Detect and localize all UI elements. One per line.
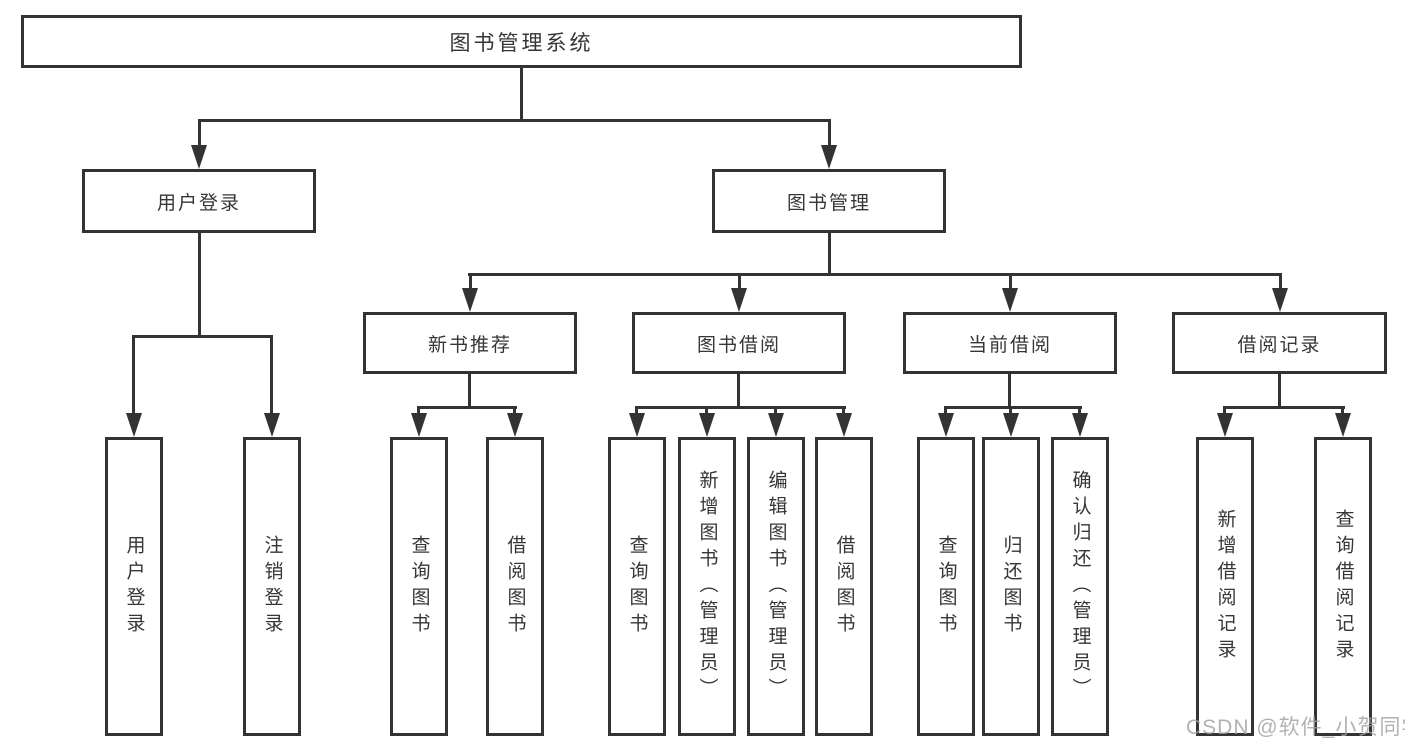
connector-stub	[774, 406, 777, 416]
connector-stub	[842, 406, 845, 416]
arrow-to-leaf	[411, 413, 427, 437]
connector-current-borrow-vline	[1008, 374, 1011, 409]
leaf-borrow-books-rec: 借阅图书	[486, 437, 544, 736]
leaf-query-books-rec: 查询图书	[390, 437, 448, 736]
arrow-to-book-borrow	[731, 288, 747, 312]
connector-stub	[1341, 406, 1344, 416]
connector-stub-book-borrow	[738, 273, 741, 291]
connector-stub	[705, 406, 708, 416]
connector-stub	[417, 406, 420, 416]
connector-stub	[513, 406, 516, 416]
connector-stub-borrow-records	[1279, 273, 1282, 291]
csdn-watermark: CSDN @软件_小贺同学	[1186, 716, 1405, 739]
arrow-to-leaf	[1072, 413, 1088, 437]
connector-stub	[635, 406, 638, 416]
arrow-to-leaf	[836, 413, 852, 437]
leaf-add-borrow-record: 新增借阅记录	[1196, 437, 1254, 736]
leaf-query-books-current: 查询图书	[917, 437, 975, 736]
arrow-to-leaf	[507, 413, 523, 437]
connector-user-login-vline	[198, 233, 201, 338]
leaf-return-books: 归还图书	[982, 437, 1040, 736]
connector-book-mgmt-vline	[828, 233, 831, 276]
leaf-add-books-admin: 新增图书（管理员）	[678, 437, 736, 736]
leaf-edit-books-admin: 编辑图书（管理员）	[747, 437, 805, 736]
connector-stub-leaf-login	[132, 335, 135, 417]
leaf-user-login: 用户登录	[105, 437, 163, 736]
leaf-query-books: 查询图书	[608, 437, 666, 736]
connector-current-borrow-hline	[944, 406, 1082, 409]
connector-book-mgmt-hline	[468, 273, 1281, 276]
connector-book-borrow-hline	[635, 406, 846, 409]
arrow-to-leaf	[1217, 413, 1233, 437]
arrow-to-leaf	[768, 413, 784, 437]
arrow-to-leaf	[629, 413, 645, 437]
node-borrow-records: 借阅记录	[1172, 312, 1387, 374]
connector-root-vline	[520, 66, 523, 122]
connector-root-hline	[198, 119, 831, 122]
connector-new-book-rec-vline	[468, 374, 471, 409]
arrow-to-leaf	[1003, 413, 1019, 437]
arrow-to-leaf	[699, 413, 715, 437]
arrow-to-borrow-records	[1272, 288, 1288, 312]
leaf-logout: 注销登录	[243, 437, 301, 736]
connector-stub-new-book-rec	[469, 273, 472, 291]
arrow-to-current-borrow	[1002, 288, 1018, 312]
leaf-confirm-return-admin: 确认归还（管理员）	[1051, 437, 1109, 736]
node-user-login: 用户登录	[82, 169, 316, 233]
node-root-library-system: 图书管理系统	[21, 15, 1022, 68]
connector-stub	[1223, 406, 1226, 416]
node-current-borrow: 当前借阅	[903, 312, 1117, 374]
connector-stub-leaf-logout	[270, 335, 273, 417]
connector-borrow-records-hline	[1223, 406, 1345, 409]
arrow-to-user-login	[191, 145, 207, 169]
connector-stub	[944, 406, 947, 416]
arrow-to-leaf	[938, 413, 954, 437]
leaf-borrow-books: 借阅图书	[815, 437, 873, 736]
connector-stub	[1009, 406, 1012, 416]
node-book-borrow: 图书借阅	[632, 312, 846, 374]
connector-book-borrow-vline	[737, 374, 740, 409]
arrow-to-leaf	[1335, 413, 1351, 437]
arrow-to-new-book-rec	[462, 288, 478, 312]
connector-stub-user-login	[198, 119, 201, 149]
arrow-to-leaf-logout	[264, 413, 280, 437]
arrow-to-leaf-login	[126, 413, 142, 437]
connector-new-book-rec-hline	[417, 406, 517, 409]
node-book-mgmt: 图书管理	[712, 169, 946, 233]
connector-stub-book-mgmt	[828, 119, 831, 149]
connector-borrow-records-vline	[1278, 374, 1281, 409]
arrow-to-book-mgmt	[821, 145, 837, 169]
leaf-query-borrow-record: 查询借阅记录	[1314, 437, 1372, 736]
node-new-book-rec: 新书推荐	[363, 312, 577, 374]
connector-user-login-hline	[132, 335, 273, 338]
connector-stub-current-borrow	[1009, 273, 1012, 291]
connector-stub	[1078, 406, 1081, 416]
